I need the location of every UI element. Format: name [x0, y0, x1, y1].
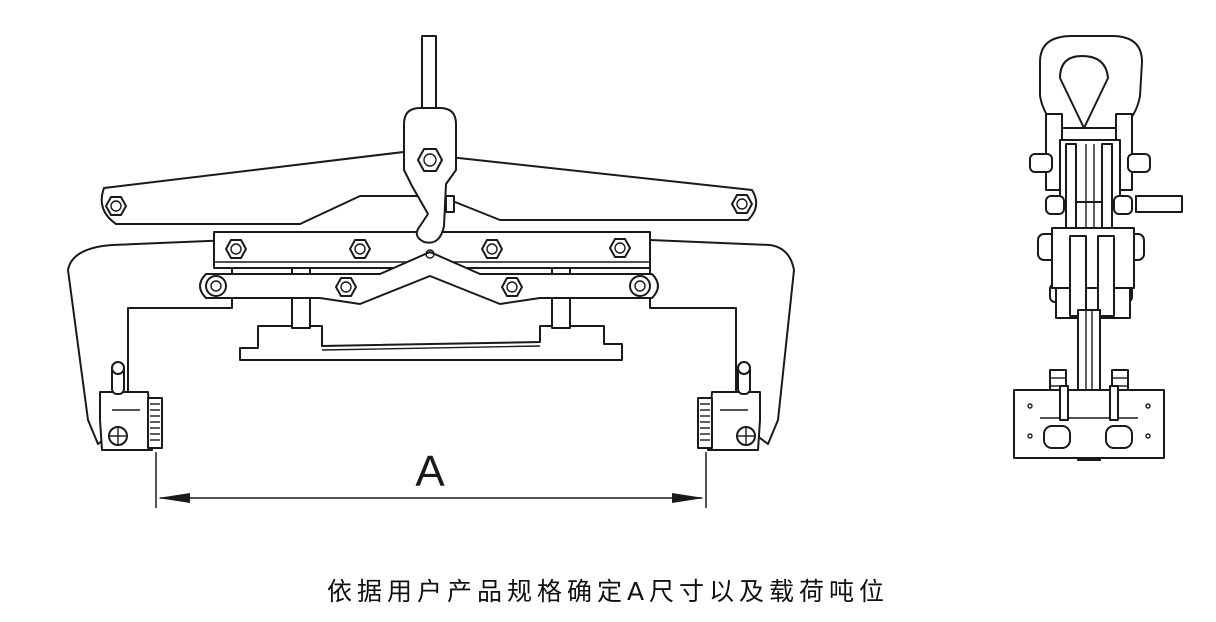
- side-base-plate: [1013, 389, 1165, 459]
- shackle: [403, 107, 457, 244]
- left-jaw: [99, 361, 163, 451]
- right-jaw: [697, 361, 761, 451]
- dimension-a-label: A: [415, 447, 445, 496]
- hex-bolts: [105, 148, 753, 297]
- front-view: [67, 35, 795, 451]
- dimension-a: A: [155, 447, 707, 508]
- lower-link-bar: [199, 251, 659, 305]
- side-view: [1013, 35, 1183, 461]
- base-plate: [239, 325, 623, 361]
- caption: 依据用户产品规格确定A尺寸以及载荷吨位: [326, 577, 890, 606]
